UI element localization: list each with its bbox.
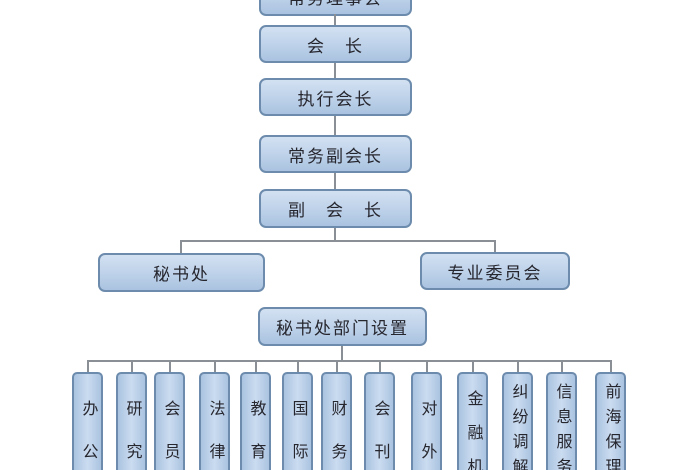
dept-label: 对外 bbox=[418, 400, 436, 470]
connector-line bbox=[87, 360, 89, 372]
connector-line bbox=[334, 14, 336, 25]
org-node-secretariat-departments-header: 秘书处部门设置 bbox=[258, 307, 427, 346]
dept-label: 财务 bbox=[328, 400, 346, 470]
connector-line bbox=[379, 360, 381, 372]
dept-label: 会员 bbox=[161, 400, 179, 470]
connector-line bbox=[334, 116, 336, 135]
connector-line bbox=[334, 173, 336, 189]
connector-line bbox=[169, 360, 171, 372]
connector-line bbox=[517, 360, 519, 372]
connector-line bbox=[561, 360, 563, 372]
connector-line bbox=[87, 360, 612, 362]
dept-label: 金融机 bbox=[464, 390, 482, 470]
org-node-dept-financial-institutions: 金融机 bbox=[457, 372, 488, 470]
connector-line bbox=[297, 360, 299, 372]
org-node-president: 会 长 bbox=[259, 25, 412, 63]
org-node-dept-external: 对外 bbox=[411, 372, 442, 470]
connector-line bbox=[180, 240, 496, 242]
dept-label: 前海保理 bbox=[602, 383, 620, 470]
org-node-standing-vice-president: 常务副会长 bbox=[259, 135, 412, 173]
org-node-secretariat: 秘书处 bbox=[98, 253, 265, 292]
connector-line bbox=[494, 240, 496, 252]
dept-label: 研究 bbox=[123, 400, 141, 470]
org-node-dept-membership: 会员 bbox=[154, 372, 185, 470]
dept-label: 法律 bbox=[206, 400, 224, 470]
connector-line bbox=[610, 360, 612, 372]
connector-line bbox=[334, 228, 336, 240]
org-node-professional-committee: 专业委员会 bbox=[420, 252, 570, 290]
org-node-dept-international: 国际 bbox=[282, 372, 313, 470]
connector-line bbox=[255, 360, 257, 372]
connector-line bbox=[180, 240, 182, 253]
connector-line bbox=[341, 346, 343, 360]
connector-line bbox=[336, 360, 338, 372]
org-node-executive-president: 执行会长 bbox=[259, 78, 412, 116]
dept-label: 纠纷调解 bbox=[509, 383, 527, 470]
connector-line bbox=[334, 63, 336, 78]
org-node-dept-finance: 财务 bbox=[321, 372, 352, 470]
dept-label: 办公 bbox=[79, 400, 97, 470]
org-node-vice-president: 副 会 长 bbox=[259, 189, 412, 228]
dept-label: 会刊 bbox=[371, 400, 389, 470]
org-node-dept-information-service: 信息服务 bbox=[546, 372, 577, 470]
org-node-dept-journal: 会刊 bbox=[364, 372, 395, 470]
dept-label: 信息服务 bbox=[553, 383, 571, 470]
org-node-dept-legal: 法律 bbox=[199, 372, 230, 470]
org-node-dept-qianhai-factoring: 前海保理 bbox=[595, 372, 626, 470]
connector-line bbox=[131, 360, 133, 372]
org-node-dept-dispute-mediation: 纠纷调解 bbox=[502, 372, 533, 470]
connector-line bbox=[214, 360, 216, 372]
org-node-dept-office: 办公 bbox=[72, 372, 103, 470]
org-node-dept-research: 研究 bbox=[116, 372, 147, 470]
org-node-dept-education: 教育 bbox=[240, 372, 271, 470]
dept-label: 国际 bbox=[289, 400, 307, 470]
dept-label: 教育 bbox=[247, 400, 265, 470]
connector-line bbox=[426, 360, 428, 372]
connector-line bbox=[472, 360, 474, 372]
